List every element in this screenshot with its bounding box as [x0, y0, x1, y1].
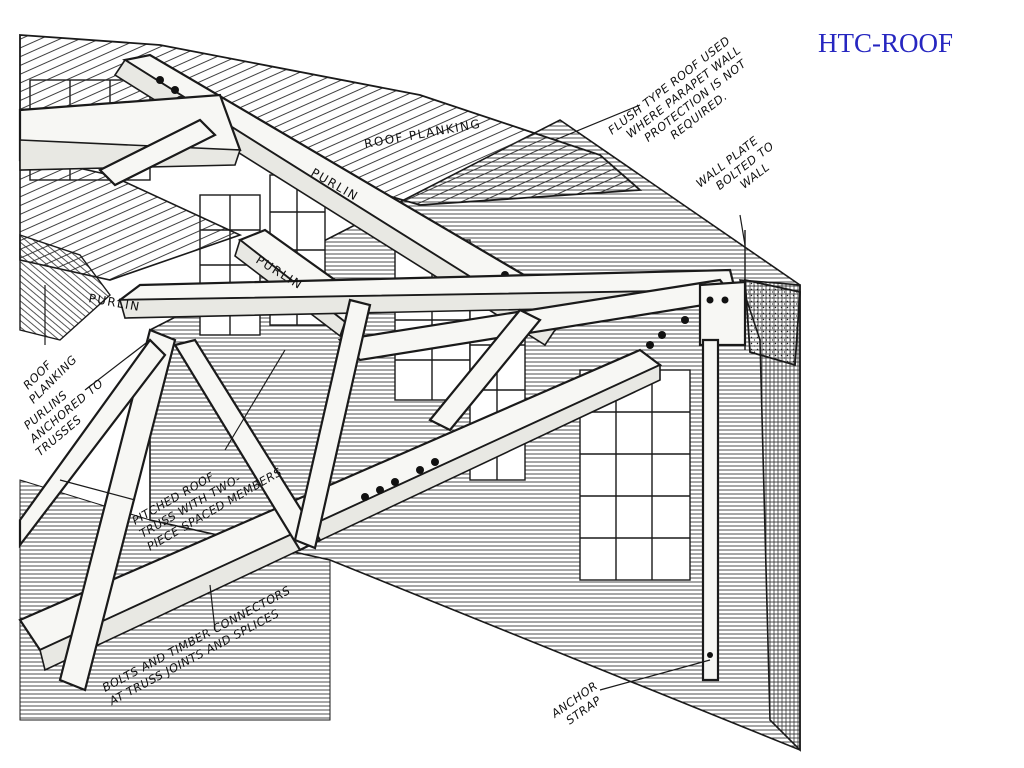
- truss-web-members: [18, 118, 542, 692]
- leader-lines: [44, 104, 746, 691]
- truss-bottom-chord: [18, 316, 689, 672]
- slide-title: HTC-ROOF: [818, 28, 954, 58]
- wall-plate-and-anchor-strap: [698, 230, 747, 682]
- label-wall-plate: WALL PLATE BOLTED TO WALL: [693, 125, 788, 212]
- label-anchor-strap: ANCHOR STRAP: [548, 676, 612, 732]
